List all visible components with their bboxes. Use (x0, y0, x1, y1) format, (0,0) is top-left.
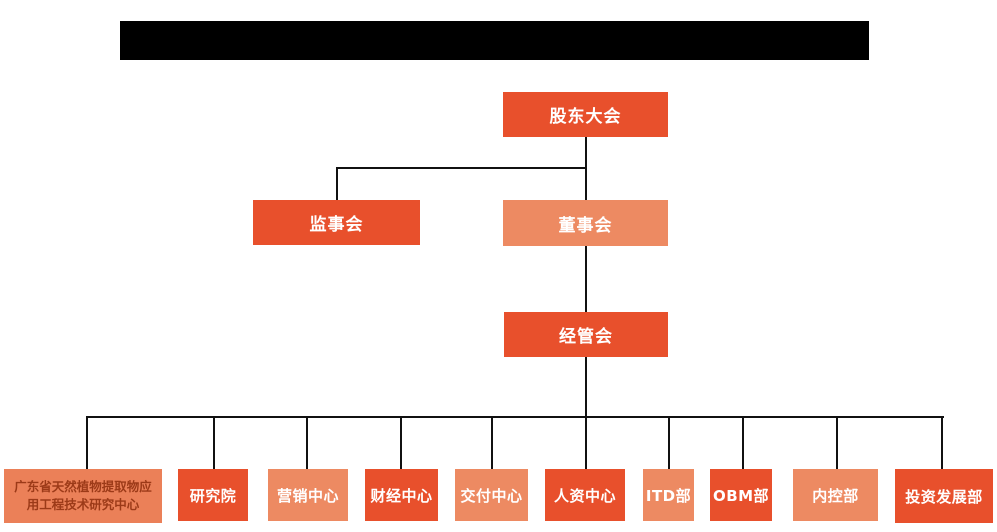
org-node-shareholders-meeting: 股东大会 (503, 92, 668, 137)
org-node-internal-control-dept: 内控部 (793, 469, 878, 521)
redacted-title-bar (120, 21, 869, 60)
org-node-board-of-directors: 董事会 (503, 200, 668, 246)
connector-drop-itd (668, 416, 670, 469)
connector-branch-horizontal (336, 167, 587, 169)
connector-drop-obm (742, 416, 744, 469)
org-node-itd-dept: ITD部 (643, 469, 694, 521)
connector-management-to-bus (585, 357, 587, 417)
connector-drop-hr (585, 416, 587, 469)
connector-drop-research-center (86, 416, 88, 469)
connector-drop-investment (941, 416, 943, 469)
connector-branch-to-supervisory (336, 167, 338, 200)
org-node-delivery-center: 交付中心 (455, 469, 528, 521)
connector-drop-research-institute (213, 416, 215, 469)
org-node-obm-dept: OBM部 (710, 469, 772, 521)
connector-drop-finance (400, 416, 402, 469)
org-node-research-center: 广东省天然植物提取物应用工程技术研究中心 (4, 469, 162, 523)
org-node-finance-center: 财经中心 (365, 469, 438, 521)
connector-bottom-bus (86, 416, 944, 418)
org-node-supervisory-board: 监事会 (253, 200, 420, 245)
org-node-investment-development-dept: 投资发展部 (895, 469, 993, 523)
connector-drop-internal-control (836, 416, 838, 469)
org-node-hr-center: 人资中心 (545, 469, 625, 521)
connector-drop-marketing (306, 416, 308, 469)
connector-board-to-management (585, 246, 587, 312)
org-node-research-institute: 研究院 (178, 469, 248, 521)
connector-drop-delivery (491, 416, 493, 469)
org-node-marketing-center: 营销中心 (268, 469, 348, 521)
org-node-management-committee: 经管会 (504, 312, 668, 357)
